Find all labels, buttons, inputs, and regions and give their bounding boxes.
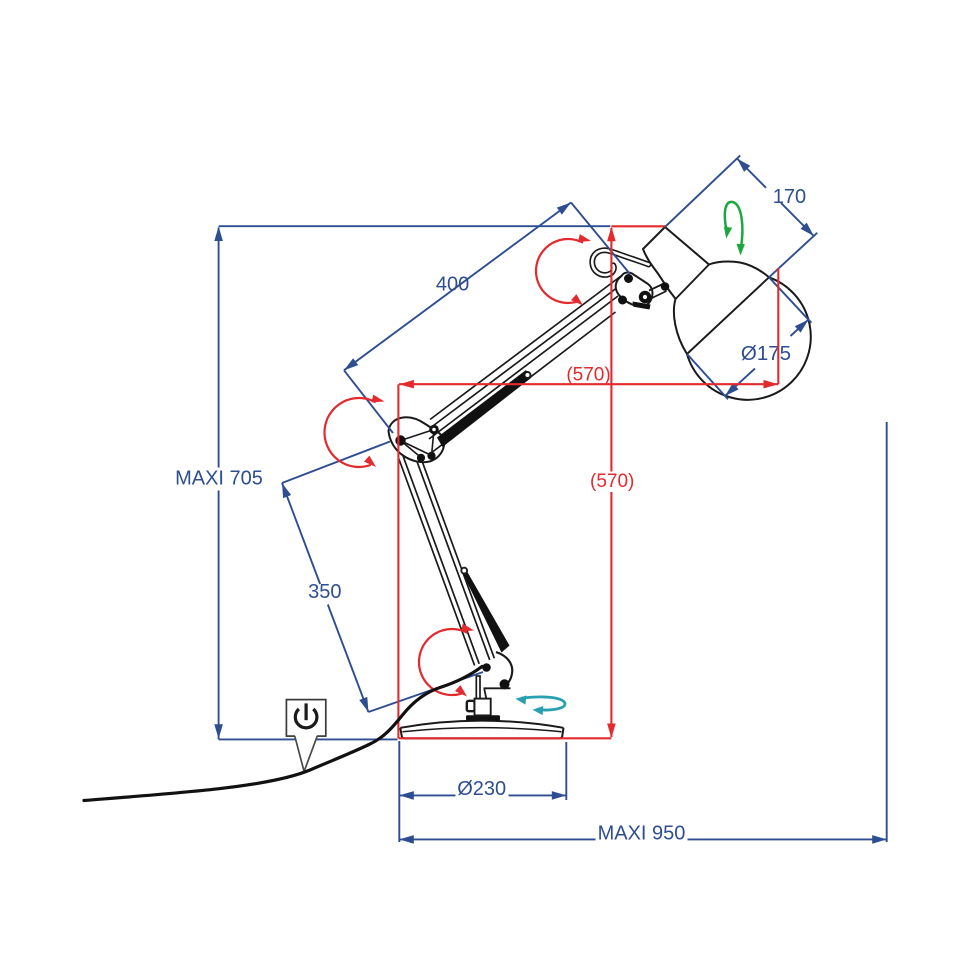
svg-text:(570): (570) xyxy=(566,365,610,386)
svg-text:Ø230: Ø230 xyxy=(457,778,506,800)
svg-text:MAXI 950: MAXI 950 xyxy=(598,823,686,845)
svg-text:400: 400 xyxy=(436,274,469,296)
svg-text:MAXI 705: MAXI 705 xyxy=(175,467,263,489)
svg-text:Ø175: Ø175 xyxy=(741,342,791,365)
svg-text:170: 170 xyxy=(773,186,806,208)
svg-text:350: 350 xyxy=(308,581,341,603)
svg-text:(570): (570) xyxy=(590,471,634,492)
